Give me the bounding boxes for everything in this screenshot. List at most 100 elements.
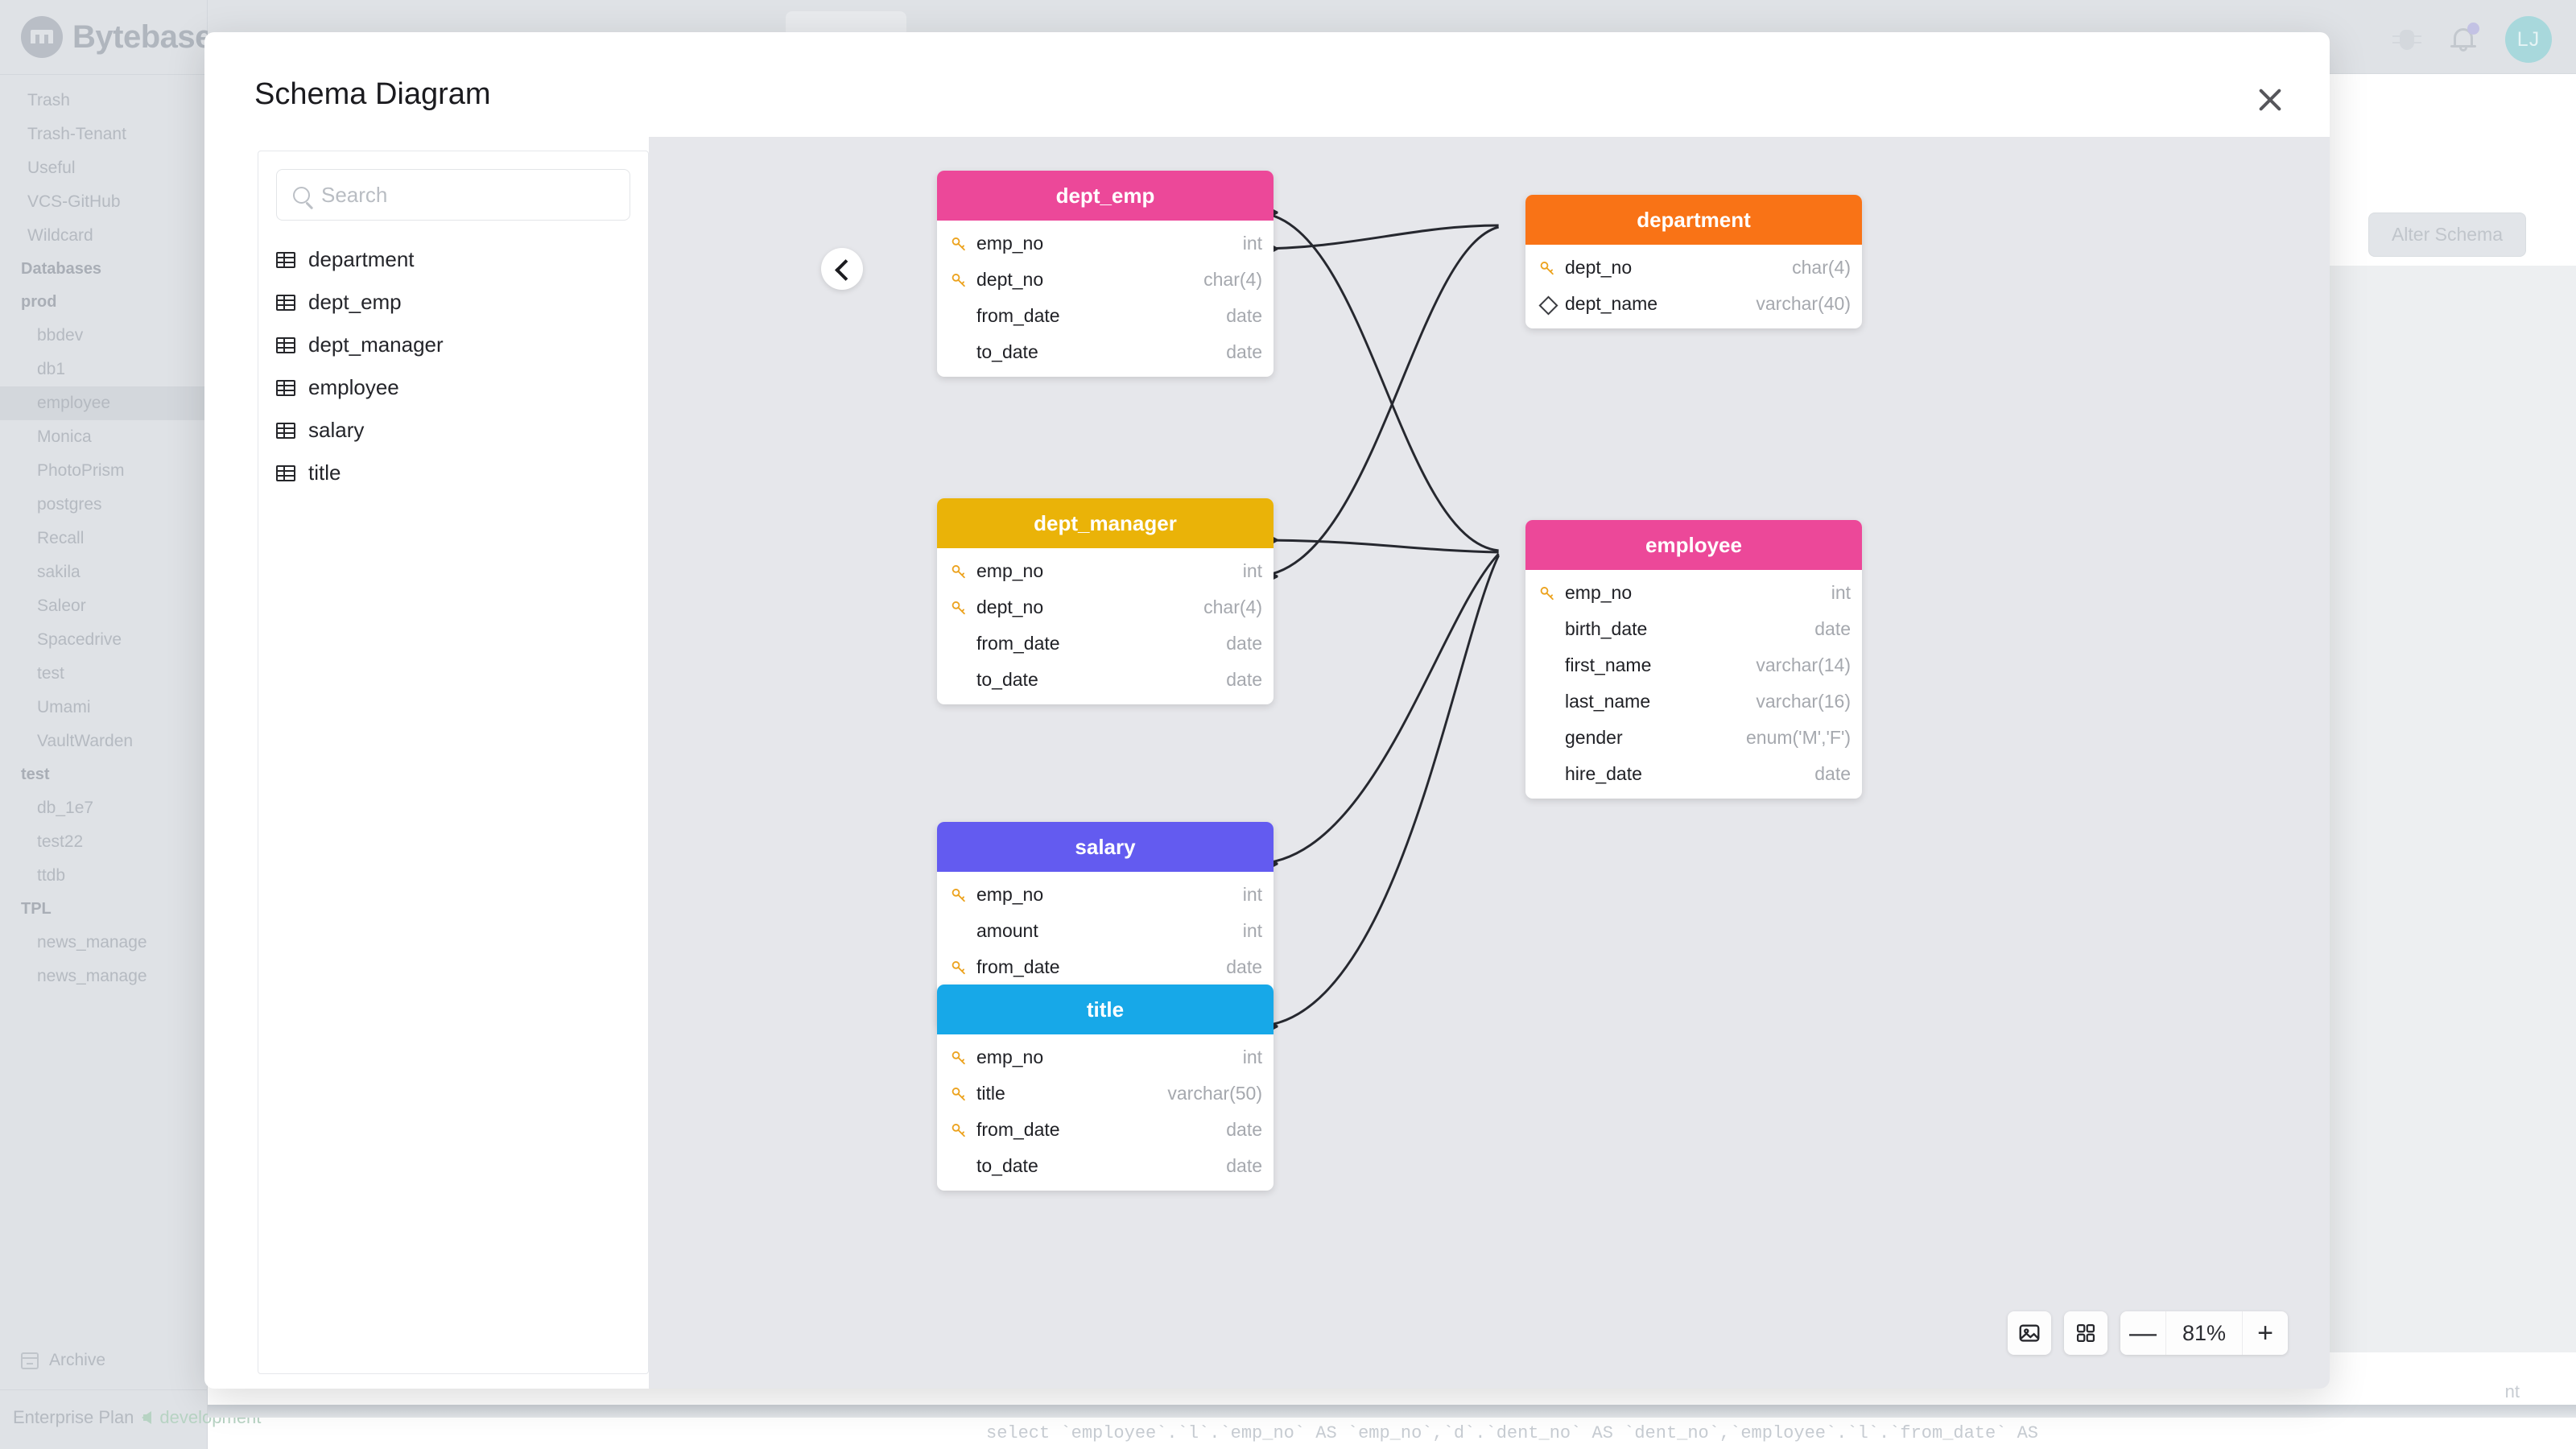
avatar[interactable]: LJ	[2505, 16, 2552, 63]
column-no-icon	[950, 923, 968, 940]
column-name: dept_no	[1565, 257, 1633, 278]
sidebar-item-archive[interactable]: Archive	[21, 1351, 105, 1370]
alter-schema-button[interactable]: Alter Schema	[2368, 213, 2526, 257]
sidebar-item-test22[interactable]: test22	[37, 832, 84, 851]
column-type: varchar(40)	[1756, 293, 1851, 314]
sidebar-item-employee[interactable]: employee	[0, 386, 208, 420]
sidebar-item-saleor[interactable]: Saleor	[37, 597, 86, 615]
sidebar-item-vaultwarden[interactable]: VaultWarden	[37, 732, 134, 750]
sidebar-item-recall[interactable]: Recall	[37, 529, 85, 547]
zoom-in-button[interactable]: +	[2257, 1317, 2273, 1348]
list-item[interactable]: department	[258, 238, 648, 281]
bug-icon[interactable]	[2392, 26, 2421, 53]
sidebar-item-spacedrive[interactable]: Spacedrive	[37, 630, 122, 649]
list-item[interactable]: dept_manager	[258, 324, 648, 366]
column-no-icon	[950, 344, 968, 361]
sidebar-item-db-1e7[interactable]: db_1e7	[37, 799, 94, 817]
entity-title: department	[1525, 195, 1862, 245]
column-type: enum('M','F')	[1745, 727, 1851, 748]
relation-edges	[649, 137, 1500, 1389]
zoom-out-button[interactable]: —	[2129, 1317, 2157, 1348]
image-export-icon[interactable]	[2008, 1311, 2051, 1355]
column-type: date	[1814, 618, 1851, 639]
sidebar-item-db1[interactable]: db1	[37, 360, 66, 378]
sidebar-item-sakila[interactable]: sakila	[37, 563, 80, 581]
column-name: from_date	[976, 1119, 1060, 1140]
entity-column-row: dept_no char(4)	[937, 589, 1274, 625]
column-name: to_date	[976, 669, 1038, 690]
auto-layout-icon[interactable]	[2064, 1311, 2107, 1355]
collapse-panel-button[interactable]	[821, 248, 863, 290]
column-name: from_date	[976, 633, 1060, 654]
sidebar-item-postgres[interactable]: postgres	[37, 495, 102, 514]
sidebar-item-test[interactable]: test	[37, 664, 64, 683]
list-item[interactable]: salary	[258, 409, 648, 452]
table-icon	[276, 422, 295, 439]
column-type: char(4)	[1203, 597, 1262, 617]
sidebar-footer	[0, 1389, 208, 1449]
sidebar-item-trash[interactable]: Trash	[27, 91, 70, 109]
sidebar-item-vcs-github[interactable]: VCS-GitHub	[27, 192, 121, 211]
entity-title: dept_manager	[937, 498, 1274, 548]
comment-label: nt	[2504, 1381, 2520, 1402]
search-input[interactable]	[321, 182, 613, 208]
notifications-bell-icon[interactable]	[2449, 23, 2479, 55]
search-icon	[293, 186, 310, 204]
sidebar-item-ttdb[interactable]: ttdb	[37, 866, 66, 885]
page-title: Schema Diagram	[254, 77, 491, 111]
sidebar-item-monica[interactable]: Monica	[37, 427, 92, 446]
sidebar-item-bbdev[interactable]: bbdev	[37, 326, 84, 345]
sidebar-item-prod: prod	[21, 293, 57, 311]
list-item[interactable]: employee	[258, 366, 648, 409]
column-type: date	[1226, 341, 1262, 362]
close-icon[interactable]	[2251, 80, 2289, 119]
brand-logo[interactable]: Bytebase	[21, 16, 213, 58]
zoom-control: — 81% +	[2120, 1311, 2288, 1355]
table-icon	[276, 464, 295, 481]
column-name: dept_no	[976, 597, 1044, 617]
modal-body: departmentdept_empdept_manageremployeesa…	[204, 137, 2330, 1389]
entity-card-department[interactable]: department dept_no char(4) dept_name varchar…	[1525, 195, 1862, 328]
sidebar-item-umami[interactable]: Umami	[37, 698, 91, 716]
primary-key-icon	[950, 959, 968, 976]
notification-badge	[2467, 23, 2479, 35]
sidebar-item-wildcard[interactable]: Wildcard	[27, 226, 93, 245]
zoom-level-label: 81%	[2165, 1311, 2243, 1355]
sidebar-item-news-manage[interactable]: news_manage	[37, 967, 147, 985]
sidebar-item-trash-tenant[interactable]: Trash-Tenant	[27, 125, 126, 143]
column-type: date	[1226, 633, 1262, 654]
column-name: emp_no	[1565, 582, 1633, 603]
list-item[interactable]: dept_emp	[258, 281, 648, 324]
sidebar-item-photoprism[interactable]: PhotoPrism	[37, 461, 125, 480]
sidebar-item-news-manage[interactable]: news_manage	[37, 933, 147, 952]
list-item[interactable]: title	[258, 452, 648, 494]
list-item-label: salary	[308, 418, 365, 442]
column-type: char(4)	[1792, 257, 1851, 278]
list-item-label: dept_manager	[308, 332, 444, 357]
search-field[interactable]	[276, 169, 630, 221]
sidebar-item-databases: Databases	[21, 260, 102, 278]
column-name: dept_name	[1565, 293, 1658, 314]
list-item-label: employee	[308, 375, 399, 399]
column-name: dept_no	[976, 269, 1044, 290]
sidebar-item-useful[interactable]: Useful	[27, 159, 76, 177]
column-type: date	[1814, 763, 1851, 784]
column-no-icon	[950, 635, 968, 653]
